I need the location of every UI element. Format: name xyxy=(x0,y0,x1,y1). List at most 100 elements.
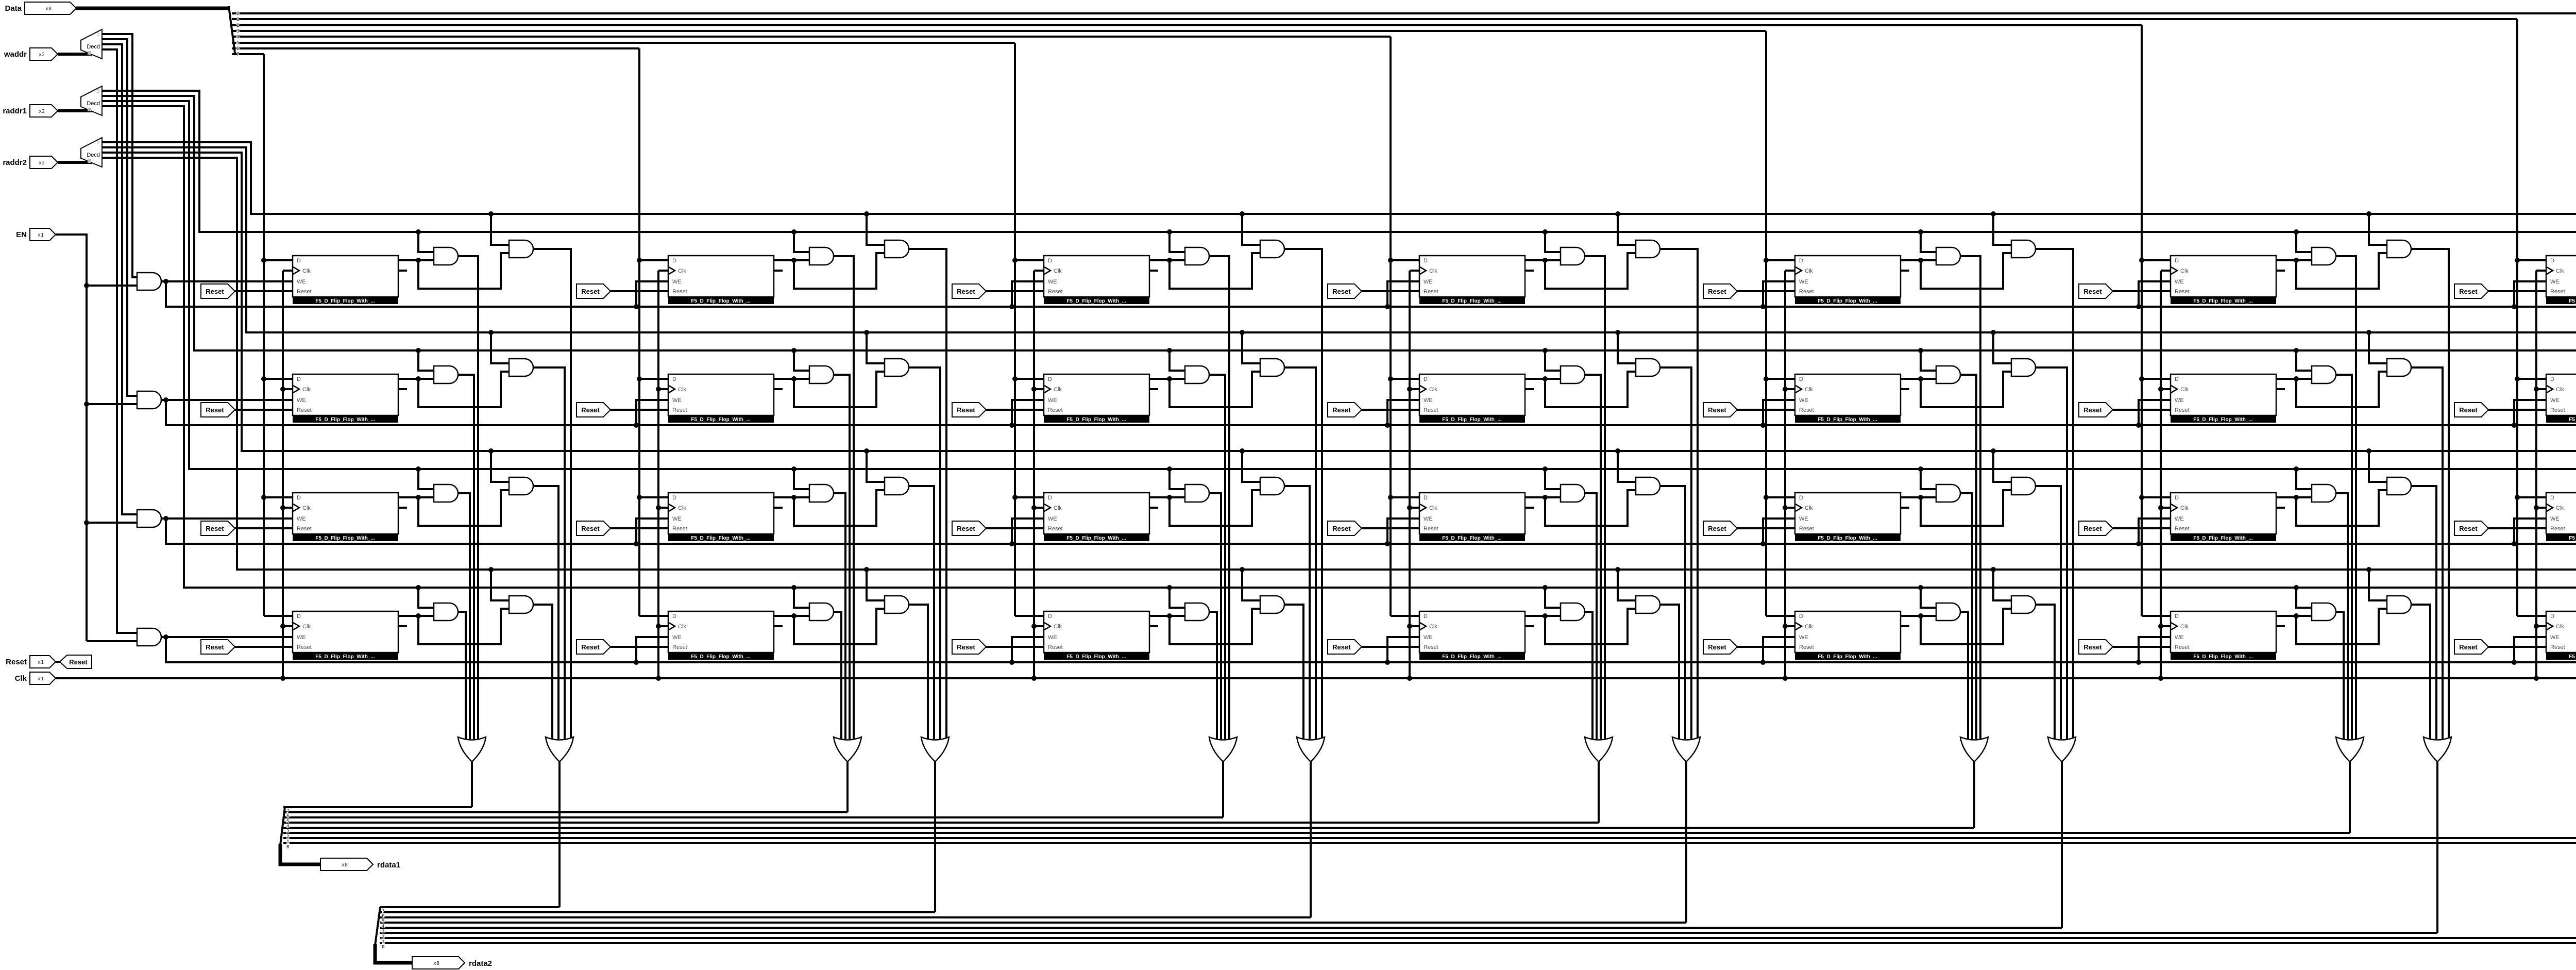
reset-tag[interactable] xyxy=(200,402,236,417)
reset-tag[interactable] xyxy=(2078,521,2114,536)
ff-block[interactable] xyxy=(667,255,775,298)
read2-and-gate[interactable] xyxy=(884,358,910,377)
read2-and-gate[interactable] xyxy=(1635,476,1661,496)
ff-block[interactable] xyxy=(1794,610,1902,654)
decoder-waddr[interactable] xyxy=(80,28,103,60)
read2-and-gate[interactable] xyxy=(2010,358,2037,377)
input-pin-raddr2[interactable] xyxy=(29,156,59,169)
reset-tag[interactable] xyxy=(576,639,612,655)
reset-tag[interactable] xyxy=(2454,521,2489,536)
we-and-gate[interactable] xyxy=(136,627,162,647)
we-and-gate[interactable] xyxy=(136,509,162,528)
read1-or-gate[interactable] xyxy=(1584,736,1614,763)
read1-and-gate[interactable] xyxy=(1184,602,1210,622)
reset-tag[interactable] xyxy=(2454,402,2489,417)
input-pin-raddr1[interactable] xyxy=(29,104,59,118)
read2-or-gate[interactable] xyxy=(545,736,574,763)
read1-and-gate[interactable] xyxy=(808,602,835,622)
reset-tag[interactable] xyxy=(1703,521,1738,536)
read2-and-gate[interactable] xyxy=(2386,239,2412,259)
read2-and-gate[interactable] xyxy=(2386,595,2412,614)
read2-or-gate[interactable] xyxy=(920,736,950,763)
reset-tag[interactable] xyxy=(952,521,987,536)
ff-block[interactable] xyxy=(1418,255,1526,298)
reset-tag[interactable] xyxy=(1703,283,1738,299)
reset-tag[interactable] xyxy=(952,639,987,655)
read2-and-gate[interactable] xyxy=(2386,358,2412,377)
reset-tag[interactable] xyxy=(2454,283,2489,299)
we-and-gate[interactable] xyxy=(136,390,162,410)
read1-and-gate[interactable] xyxy=(1184,483,1210,503)
read2-or-gate[interactable] xyxy=(2422,736,2452,763)
read1-or-gate[interactable] xyxy=(833,736,862,763)
read1-and-gate[interactable] xyxy=(1560,246,1586,266)
input-pin-data[interactable] xyxy=(24,2,77,15)
ff-block[interactable] xyxy=(667,492,775,535)
input-pin-clk[interactable] xyxy=(29,672,57,685)
ff-block[interactable] xyxy=(292,373,399,416)
ff-block[interactable] xyxy=(1418,610,1526,654)
read1-and-gate[interactable] xyxy=(1184,246,1210,266)
read2-and-gate[interactable] xyxy=(1259,358,1285,377)
read1-and-gate[interactable] xyxy=(1560,483,1586,503)
read1-and-gate[interactable] xyxy=(808,483,835,503)
read1-and-gate[interactable] xyxy=(2311,365,2337,384)
read2-and-gate[interactable] xyxy=(1635,595,1661,614)
read1-and-gate[interactable] xyxy=(433,246,459,266)
we-and-gate[interactable] xyxy=(136,272,162,291)
read1-and-gate[interactable] xyxy=(1935,246,1961,266)
read2-and-gate[interactable] xyxy=(2386,476,2412,496)
read1-and-gate[interactable] xyxy=(433,365,459,384)
reset-tag[interactable] xyxy=(2078,402,2114,417)
decoder-raddr1[interactable] xyxy=(80,85,103,116)
reset-tag[interactable] xyxy=(2078,639,2114,655)
read1-or-gate[interactable] xyxy=(1208,736,1238,763)
read1-and-gate[interactable] xyxy=(1935,365,1961,384)
read2-or-gate[interactable] xyxy=(1671,736,1701,763)
read2-and-gate[interactable] xyxy=(2010,595,2037,614)
ff-block[interactable] xyxy=(2170,373,2277,416)
reset-tag[interactable] xyxy=(1327,521,1363,536)
ff-block[interactable] xyxy=(292,610,399,654)
ff-block[interactable] xyxy=(1043,255,1150,298)
read2-and-gate[interactable] xyxy=(1635,239,1661,259)
ff-block[interactable] xyxy=(2545,255,2576,298)
reset-tag[interactable] xyxy=(576,283,612,299)
reset-tag[interactable] xyxy=(952,283,987,299)
output-pin-rdata1[interactable] xyxy=(320,858,374,871)
read1-or-gate[interactable] xyxy=(2335,736,2365,763)
reset-tag[interactable] xyxy=(1703,639,1738,655)
read2-and-gate[interactable] xyxy=(884,476,910,496)
read1-or-gate[interactable] xyxy=(1959,736,1989,763)
reset-source-tag[interactable] xyxy=(59,655,92,669)
ff-block[interactable] xyxy=(1418,492,1526,535)
output-pin-rdata2[interactable] xyxy=(412,956,466,969)
read2-and-gate[interactable] xyxy=(1259,595,1285,614)
reset-tag[interactable] xyxy=(1327,283,1363,299)
ff-block[interactable] xyxy=(1043,373,1150,416)
ff-block[interactable] xyxy=(1794,255,1902,298)
ff-block[interactable] xyxy=(2545,610,2576,654)
read2-and-gate[interactable] xyxy=(2010,239,2037,259)
read1-and-gate[interactable] xyxy=(1935,602,1961,622)
read2-and-gate[interactable] xyxy=(1635,358,1661,377)
reset-tag[interactable] xyxy=(200,283,236,299)
read2-and-gate[interactable] xyxy=(2010,476,2037,496)
read1-and-gate[interactable] xyxy=(433,602,459,622)
read1-and-gate[interactable] xyxy=(1560,365,1586,384)
read2-and-gate[interactable] xyxy=(508,239,534,259)
reset-tag[interactable] xyxy=(200,639,236,655)
decoder-raddr2[interactable] xyxy=(80,137,103,168)
reset-tag[interactable] xyxy=(952,402,987,417)
input-pin-waddr[interactable] xyxy=(29,47,59,61)
ff-block[interactable] xyxy=(2545,373,2576,416)
read2-and-gate[interactable] xyxy=(1259,239,1285,259)
read2-and-gate[interactable] xyxy=(508,358,534,377)
reset-tag[interactable] xyxy=(576,402,612,417)
ff-block[interactable] xyxy=(2170,492,2277,535)
read2-and-gate[interactable] xyxy=(1259,476,1285,496)
read2-and-gate[interactable] xyxy=(508,476,534,496)
ff-block[interactable] xyxy=(292,492,399,535)
read2-and-gate[interactable] xyxy=(884,595,910,614)
read1-and-gate[interactable] xyxy=(1560,602,1586,622)
